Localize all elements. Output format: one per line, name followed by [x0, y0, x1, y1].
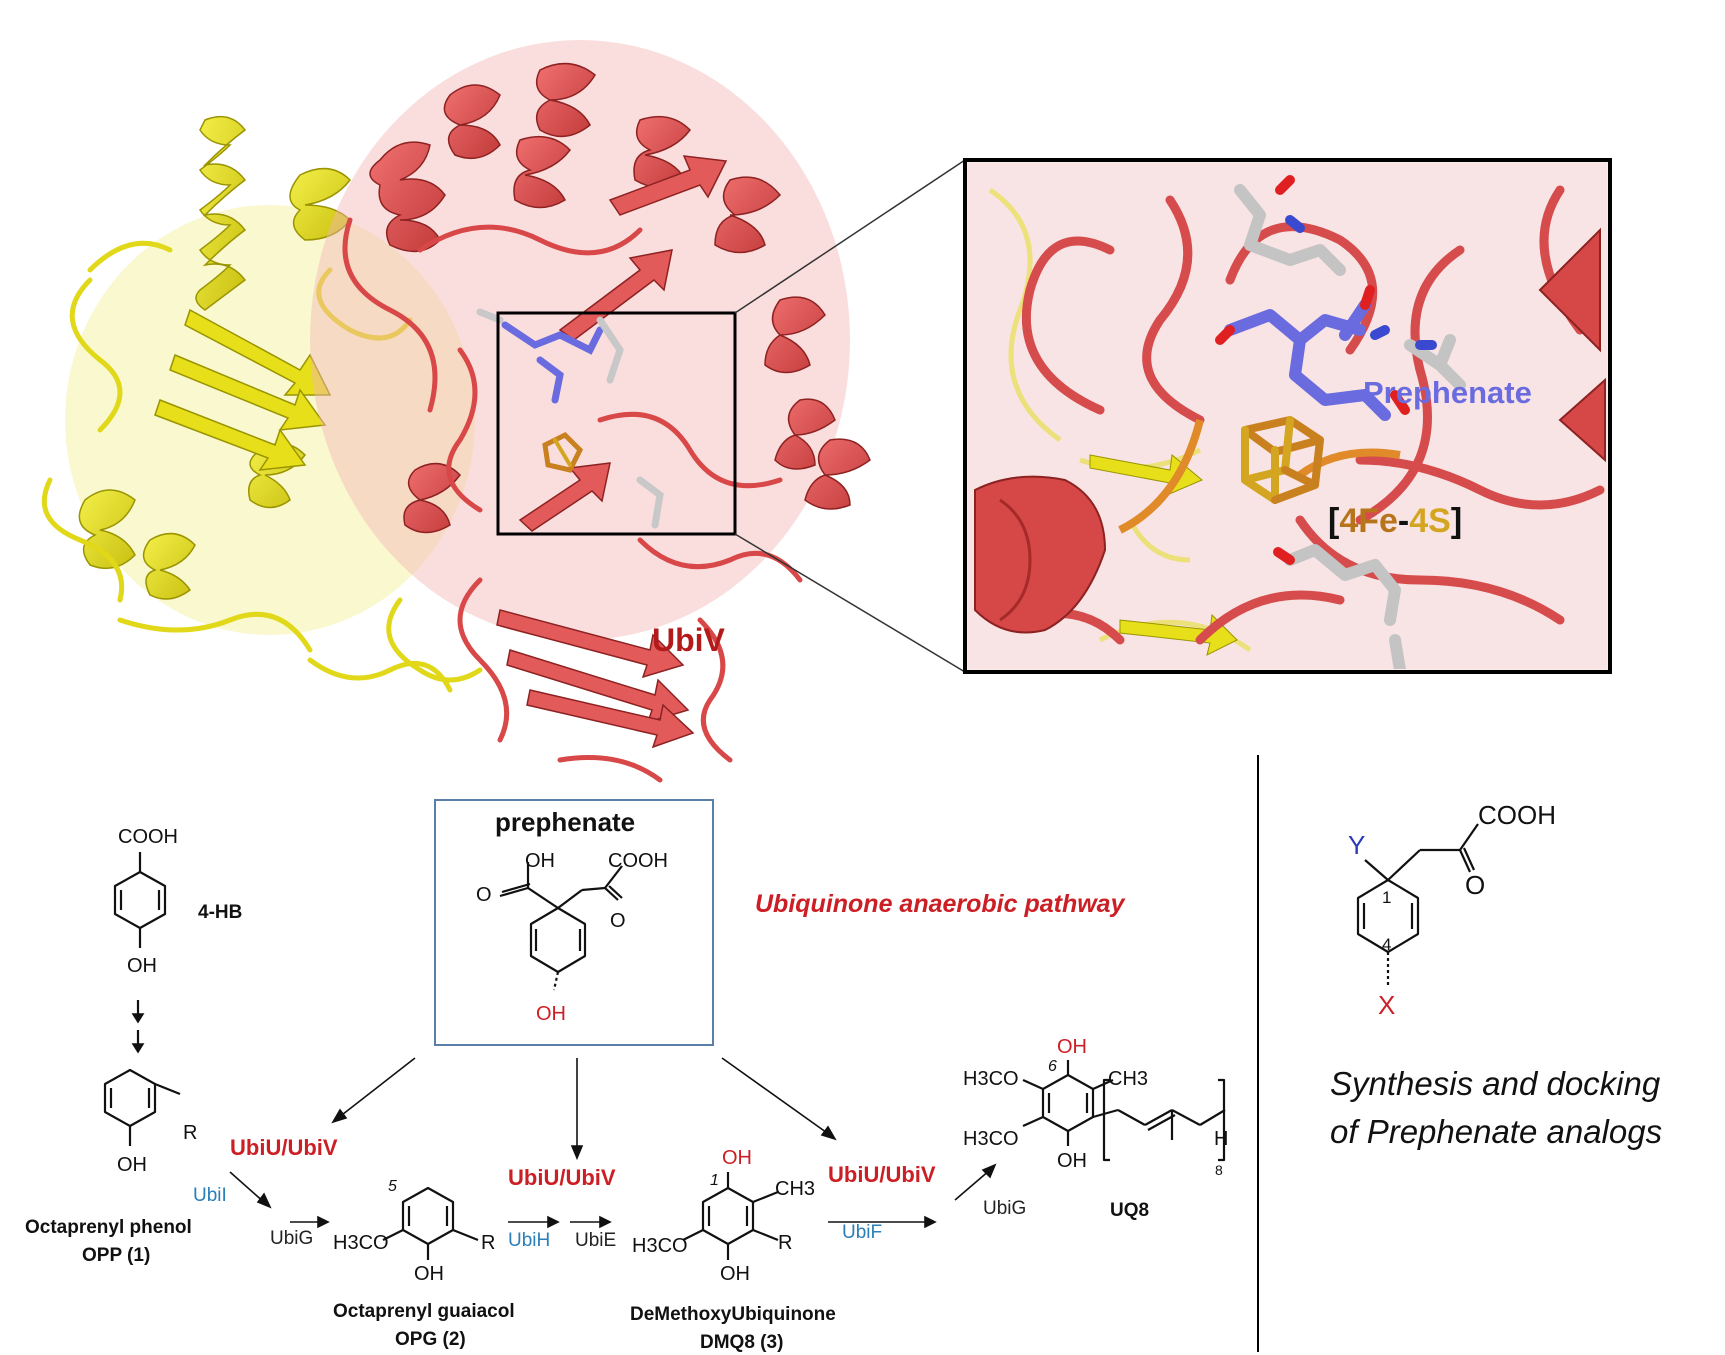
- label-prephenate-inset: Prephenate: [1363, 375, 1532, 410]
- dmq-abbr: DMQ8 (3): [700, 1332, 784, 1353]
- label-4fe4s: [4Fe-4S]: [1328, 502, 1462, 541]
- enzyme-ubif: UbiF: [842, 1222, 883, 1243]
- analog-x: X: [1378, 990, 1396, 1020]
- analog-cooh: COOH: [1478, 800, 1556, 830]
- uq-h: H: [1214, 1128, 1229, 1150]
- prephenate-o2: O: [610, 910, 626, 932]
- enzyme-ubih: UbiH: [508, 1230, 551, 1251]
- cluster-fe: 4Fe: [1339, 502, 1398, 540]
- hb-cooh: COOH: [118, 826, 178, 848]
- dmq-oh-bottom: OH: [720, 1263, 750, 1285]
- uq-h3co-2: H3CO: [963, 1128, 1019, 1150]
- prephenate-cooh: COOH: [608, 850, 668, 872]
- enzyme-ubii: UbiI: [193, 1185, 227, 1206]
- uq-h3co-1: H3CO: [963, 1068, 1019, 1090]
- prephenate-box: [434, 799, 714, 1046]
- opg-oh: OH: [414, 1263, 444, 1285]
- dmq-h3co: H3CO: [632, 1235, 688, 1257]
- dmq-ch3: CH3: [775, 1178, 816, 1200]
- prephenate-o1: O: [476, 884, 492, 906]
- uq-n: 8: [1215, 1162, 1223, 1178]
- dmq-pos: 1: [710, 1172, 719, 1189]
- cluster-bracket-open: [: [1328, 502, 1340, 540]
- prephenate-oh: OH: [525, 850, 555, 872]
- uq-oh-top: OH: [1057, 1036, 1087, 1058]
- enzyme-ubiu-ubiv-3: UbiU/UbiV: [828, 1162, 936, 1187]
- label-ubiv: UbiV: [652, 622, 725, 658]
- protein-ubiu-yellow: [41, 115, 483, 693]
- uq-pos: 6: [1048, 1058, 1057, 1075]
- opp-oh: OH: [117, 1154, 147, 1176]
- analog-pos1: 1: [1382, 888, 1392, 907]
- active-site-ligands: [476, 308, 664, 529]
- uq-name: UQ8: [1110, 1200, 1150, 1221]
- uq-ch3: CH3: [1108, 1068, 1149, 1090]
- analog-caption-1: Synthesis and docking: [1330, 1065, 1661, 1102]
- chemical-structures: [103, 823, 1479, 1260]
- opg-abbr: OPG (2): [395, 1329, 466, 1350]
- dmq-oh-top: OH: [722, 1147, 752, 1169]
- opp-abbr: OPP (1): [82, 1245, 151, 1266]
- dmq-name: DeMethoxyUbiquinone: [630, 1304, 836, 1325]
- cluster-s: 4S: [1409, 502, 1451, 540]
- opg-h3co-text: H3CO: [333, 1232, 389, 1254]
- opg-name: Octaprenyl guaiacol: [333, 1301, 515, 1322]
- opg-h3co: H3CO: [333, 1232, 389, 1255]
- cluster-bracket-close: ]: [1450, 502, 1463, 540]
- analog-pos4: 4: [1382, 935, 1392, 954]
- analog-o: O: [1465, 870, 1486, 900]
- inset-panel: [963, 158, 1612, 674]
- active-site-box: [496, 311, 737, 536]
- pathway-title: Ubiquinone anaerobic pathway: [755, 890, 1125, 918]
- opp-r: R: [183, 1122, 198, 1144]
- enzyme-ubig-2: UbiG: [983, 1198, 1027, 1219]
- enzyme-ubie: UbiE: [575, 1230, 617, 1251]
- enzyme-ubig-1: UbiG: [270, 1228, 314, 1249]
- analog-caption-2: of Prephenate analogs: [1330, 1113, 1663, 1150]
- hb-label: 4-HB: [198, 902, 243, 923]
- enzyme-ubiu-ubiv-1: UbiU/UbiV: [230, 1135, 338, 1160]
- opp-name: Octaprenyl phenol: [25, 1217, 192, 1238]
- hb-oh: OH: [127, 955, 157, 977]
- opg-r: R: [481, 1232, 496, 1254]
- dmq-r: R: [778, 1232, 793, 1254]
- analog-y: Y: [1348, 830, 1366, 860]
- prephenate-oh-bottom: OH: [536, 1003, 566, 1025]
- opg-pos: 5: [388, 1178, 397, 1195]
- prephenate-box-title: prephenate: [495, 807, 636, 837]
- uq-oh-bottom: OH: [1057, 1150, 1087, 1172]
- cluster-dash: -: [1397, 502, 1410, 540]
- reaction-arrows: [131, 1013, 997, 1229]
- enzyme-ubiu-ubiv-2: UbiU/UbiV: [508, 1165, 616, 1190]
- protein-ubiv-red: [310, 40, 871, 783]
